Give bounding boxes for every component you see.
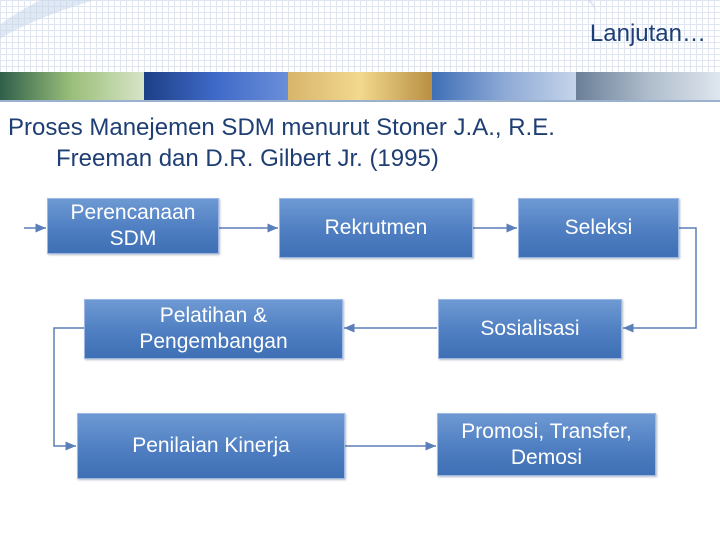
step-pelatihan-pengembangan: Pelatihan & Pengembangan (84, 299, 343, 359)
photo-strip-image (144, 72, 288, 100)
connector-seleksi-sosialisasi (623, 227, 697, 333)
step-promosi-line1: Promosi, Transfer, (461, 419, 632, 443)
photo-strip-image (0, 72, 144, 100)
step-perencanaan-sdm-line1: Perencanaan (70, 201, 196, 224)
step-seleksi-label: Seleksi (564, 216, 633, 239)
heading-line-2: Freeman dan D.R. Gilbert Jr. (1995) (56, 145, 439, 172)
step-promosi-transfer-demosi: Promosi, Transfer, Demosi (437, 413, 656, 476)
heading-line-1: Proses Manejemen SDM menurut Stoner J.A.… (8, 114, 555, 141)
step-penilaian-kinerja-label: Penilaian Kinerja (132, 434, 290, 457)
header-divider (0, 100, 720, 102)
step-sosialisasi: Sosialisasi (438, 299, 622, 359)
header-photo-strip (0, 72, 720, 100)
slide-title: Lanjutan… (589, 20, 706, 47)
step-sosialisasi-label: Sosialisasi (480, 317, 580, 340)
photo-strip-image (288, 72, 432, 100)
slide-heading: Proses Manejemen SDM menurut Stoner J.A.… (8, 112, 708, 174)
step-pelatihan-line2: Pengembangan (139, 330, 288, 353)
photo-strip-image (576, 72, 720, 100)
step-promosi-line2: Demosi (510, 445, 583, 469)
header-grid-background (0, 0, 720, 72)
step-rekrutmen-label: Rekrutmen (324, 216, 428, 239)
step-pelatihan-line1: Pelatihan & (159, 304, 268, 327)
step-perencanaan-sdm-line2: SDM (109, 227, 157, 250)
connector-pelatihan-penilaian (53, 327, 84, 451)
step-seleksi: Seleksi (518, 198, 679, 258)
photo-strip-image (432, 72, 576, 100)
step-penilaian-kinerja: Penilaian Kinerja (77, 413, 345, 479)
step-rekrutmen: Rekrutmen (279, 198, 473, 258)
step-perencanaan-sdm: Perencanaan SDM (47, 198, 219, 254)
